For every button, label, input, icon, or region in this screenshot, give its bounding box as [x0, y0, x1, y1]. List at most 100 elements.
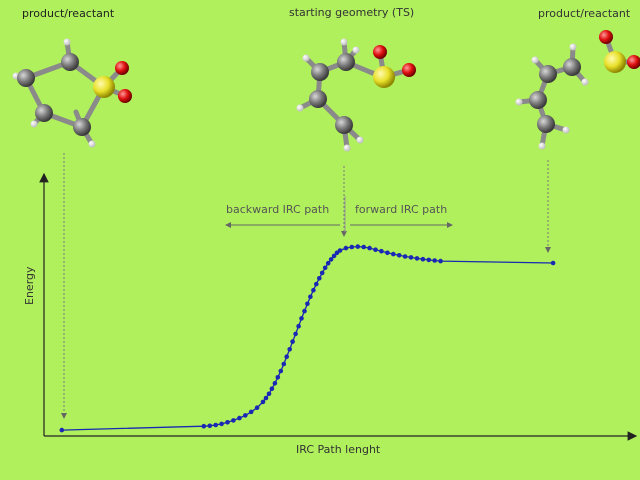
irc-point [420, 256, 426, 262]
irc-point [272, 381, 278, 386]
irc-point [296, 323, 301, 329]
carbon-atom [17, 69, 35, 87]
hydrogen-atom [356, 136, 364, 144]
irc-point [322, 265, 328, 271]
irc-point [373, 247, 378, 252]
oxygen-atom [599, 30, 613, 44]
right-molecule [515, 30, 640, 150]
irc-point [438, 258, 443, 264]
irc-point [432, 258, 438, 263]
irc-point [263, 395, 269, 401]
hydrogen-atom [352, 46, 360, 54]
irc-point [408, 255, 414, 260]
hydrogen-atom [340, 38, 348, 46]
irc-point [266, 391, 272, 397]
x-axis-label: IRC Path lenght [296, 443, 381, 456]
y-axis-label: Energy [23, 266, 36, 305]
left-structure-label: product/reactant [22, 7, 115, 20]
irc-energy-curve [59, 244, 556, 433]
irc-point [299, 316, 304, 321]
carbon-atom [61, 53, 79, 71]
irc-point [59, 427, 65, 433]
irc-point [379, 248, 384, 254]
irc-point [311, 287, 316, 293]
irc-point [248, 409, 254, 415]
oxygen-atom [627, 55, 640, 69]
hydrogen-atom [88, 140, 96, 148]
oxygen-atom [373, 45, 387, 59]
carbon-atom [537, 115, 555, 133]
irc-point [201, 423, 207, 429]
irc-point [328, 257, 334, 262]
irc-point [243, 413, 248, 418]
right-structure-label: product/reactant [538, 7, 631, 20]
irc-point [213, 422, 218, 428]
irc-point [414, 256, 420, 261]
carbon-atom [309, 90, 327, 108]
carbon-atom [337, 53, 355, 71]
hydrogen-atom [569, 43, 577, 51]
irc-point [426, 257, 432, 263]
middle-structure-label: starting geometry (TS) [289, 6, 414, 19]
irc-point [396, 253, 402, 258]
irc-point [305, 301, 310, 307]
hydrogen-atom [302, 54, 310, 62]
irc-point [207, 423, 213, 429]
hydrogen-atom [515, 98, 523, 106]
hydrogen-atom [30, 120, 38, 128]
irc-point [361, 244, 367, 250]
irc-point [367, 245, 372, 251]
carbon-atom [335, 116, 353, 134]
irc-point [231, 418, 236, 423]
left-molecule [12, 38, 132, 148]
middle-molecule [296, 38, 416, 152]
backward-path-label: backward IRC path [226, 203, 329, 216]
irc-point [290, 339, 295, 344]
irc-point [284, 354, 290, 360]
sulfur-atom [93, 76, 115, 98]
carbon-atom [311, 63, 329, 81]
irc-point [281, 361, 287, 367]
irc-point [254, 405, 260, 411]
hydrogen-atom [296, 104, 304, 112]
irc-point [302, 308, 307, 314]
irc-point [319, 270, 325, 276]
irc-point [385, 250, 390, 256]
carbon-atom [529, 91, 547, 109]
irc-point [355, 244, 361, 249]
irc-point [349, 244, 355, 250]
carbon-atom [73, 118, 91, 136]
carbon-atom [35, 104, 53, 122]
irc-point [287, 347, 293, 352]
irc-point [402, 254, 408, 259]
sulfur-atom [604, 51, 626, 73]
hydrogen-atom [531, 56, 539, 64]
irc-point [343, 245, 349, 251]
carbon-atom [563, 58, 581, 76]
irc-point [278, 368, 284, 374]
forward-path-label: forward IRC path [355, 203, 447, 216]
irc-point [275, 375, 281, 380]
irc-point [325, 260, 331, 266]
oxygen-atom [118, 89, 132, 103]
irc-point [225, 420, 230, 425]
irc-point [219, 421, 224, 427]
hydrogen-atom [538, 142, 546, 150]
hydrogen-atom [581, 78, 589, 86]
irc-point [308, 294, 313, 300]
irc-point [331, 253, 337, 259]
hydrogen-atom [63, 38, 71, 46]
oxygen-atom [402, 63, 416, 77]
irc-point [237, 415, 242, 421]
hydrogen-atom [343, 144, 351, 152]
irc-point [314, 281, 319, 287]
carbon-atom [539, 65, 557, 83]
irc-point [337, 248, 343, 253]
irc-point [550, 260, 556, 266]
sulfur-atom [373, 66, 395, 88]
irc-curve-line [61, 245, 554, 431]
irc-point [293, 331, 298, 337]
irc-point [391, 251, 396, 257]
irc-point [260, 399, 266, 405]
